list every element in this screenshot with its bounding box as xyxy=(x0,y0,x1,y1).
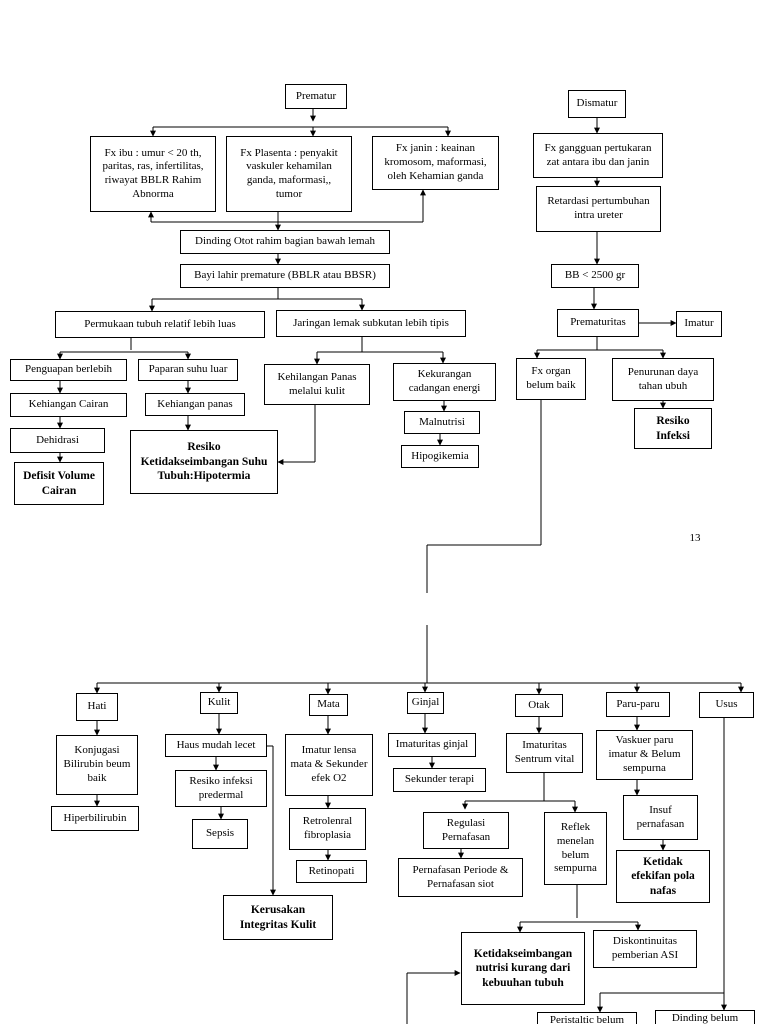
node-kekurangan-energi: Kekurangan cadangan energi xyxy=(393,363,496,401)
node-paru: Paru-paru xyxy=(606,692,670,717)
node-prematur: Prematur xyxy=(285,84,347,109)
node-dismatur: Dismatur xyxy=(568,90,626,118)
node-retrolenral: Retrolenral fibroplasia xyxy=(289,808,366,850)
node-fx-janin: Fx janin : keainan kromosom, maformasi, … xyxy=(372,136,499,190)
node-vaskuer-paru: Vaskuer paru imatur & Belum sempurna xyxy=(596,730,693,780)
node-bayi-lahir: Bayi lahir premature (BBLR atau BBSR) xyxy=(180,264,390,288)
node-hati: Hati xyxy=(76,693,118,721)
node-hiperbilirubin: Hiperbilirubin xyxy=(51,806,139,831)
node-kehilangan-panas: Kehilangan Panas melalui kulit xyxy=(264,364,370,405)
node-fx-organ: Fx organ belum baik xyxy=(516,358,586,400)
node-hipogikemia: Hipogikemia xyxy=(401,445,479,468)
node-dinding-belum: Dinding belum xyxy=(655,1010,755,1024)
node-paparan: Paparan suhu luar xyxy=(138,359,238,381)
node-imatur: Imatur xyxy=(676,311,722,337)
node-ketidakseimbangan-nutrisi: Ketidakseimbangan nutrisi kurang dari ke… xyxy=(461,932,585,1005)
node-imatur-lensa: Imatur lensa mata & Sekunder efek O2 xyxy=(285,734,373,796)
node-penguapan: Penguapan berlebih xyxy=(10,359,127,381)
node-mata: Mata xyxy=(309,694,348,716)
node-konjugasi: Konjugasi Bilirubin beum baik xyxy=(56,735,138,795)
node-pernafasan-periode: Pernafasan Periode & Pernafasan siot xyxy=(398,858,523,897)
node-bb: BB < 2500 gr xyxy=(551,264,639,288)
node-kehiangan-panas: Kehiangan panas xyxy=(145,393,245,416)
node-fx-ibu: Fx ibu : umur < 20 th, paritas, ras, inf… xyxy=(90,136,216,212)
node-malnutrisi: Malnutrisi xyxy=(404,411,480,434)
node-prematuritas: Prematuritas xyxy=(557,309,639,337)
node-insuf-pernafasan: Insuf pernafasan xyxy=(623,795,698,840)
node-sepsis: Sepsis xyxy=(192,819,248,849)
node-kerusakan-kulit: Kerusakan Integritas Kulit xyxy=(223,895,333,940)
node-ginjal: Ginjal xyxy=(407,692,444,714)
node-sekunder-terapi: Sekunder terapi xyxy=(393,768,486,792)
node-diskontinuitas: Diskontinuitas pemberian ASI xyxy=(593,930,697,968)
node-imaturitas-sentrum: Imaturitas Sentrum vital xyxy=(506,733,583,773)
node-fx-gangguan: Fx gangguan pertukaran zat antara ibu da… xyxy=(533,133,663,178)
node-retinopati: Retinopati xyxy=(296,860,367,883)
node-retardasi: Retardasi pertumbuhan intra ureter xyxy=(536,186,661,232)
node-defisit-volume: Defisit Volume Cairan xyxy=(14,462,104,505)
node-resiko-suhu: Resiko Ketidakseimbangan Suhu Tubuh:Hipo… xyxy=(130,430,278,494)
node-resiko-infeksi-predermal: Resiko infeksi predermal xyxy=(175,770,267,807)
node-reflek: Reflek menelan belum sempurna xyxy=(544,812,607,885)
node-jaringan-lemak: Jaringan lemak subkutan lebih tipis xyxy=(276,310,466,337)
node-kehiangan-cairan: Kehiangan Cairan xyxy=(10,393,127,417)
node-kulit: Kulit xyxy=(200,692,238,714)
node-otak: Otak xyxy=(515,694,563,717)
node-haus-lecet: Haus mudah lecet xyxy=(165,734,267,757)
node-fx-plasenta: Fx Plasenta : penyakit vaskuler kehamila… xyxy=(226,136,352,212)
node-resiko-infeksi: Resiko Infeksi xyxy=(634,408,712,449)
node-dinding-otot: Dinding Otot rahim bagian bawah lemah xyxy=(180,230,390,254)
node-usus: Usus xyxy=(699,692,754,718)
node-peristaltic: Peristaltic belum xyxy=(537,1012,637,1024)
node-imaturitas-ginjal: Imaturitas ginjal xyxy=(388,733,476,757)
page-number: 13 xyxy=(689,532,701,544)
node-ketidak-efektifan: Ketidak efekifan pola nafas xyxy=(616,850,710,903)
node-penurunan-daya: Penurunan daya tahan ubuh xyxy=(612,358,714,401)
node-regulasi: Regulasi Pernafasan xyxy=(423,812,509,849)
node-dehidrasi: Dehidrasi xyxy=(10,428,105,453)
node-permukaan-tubuh: Permukaan tubuh relatif lebih luas xyxy=(55,311,265,338)
